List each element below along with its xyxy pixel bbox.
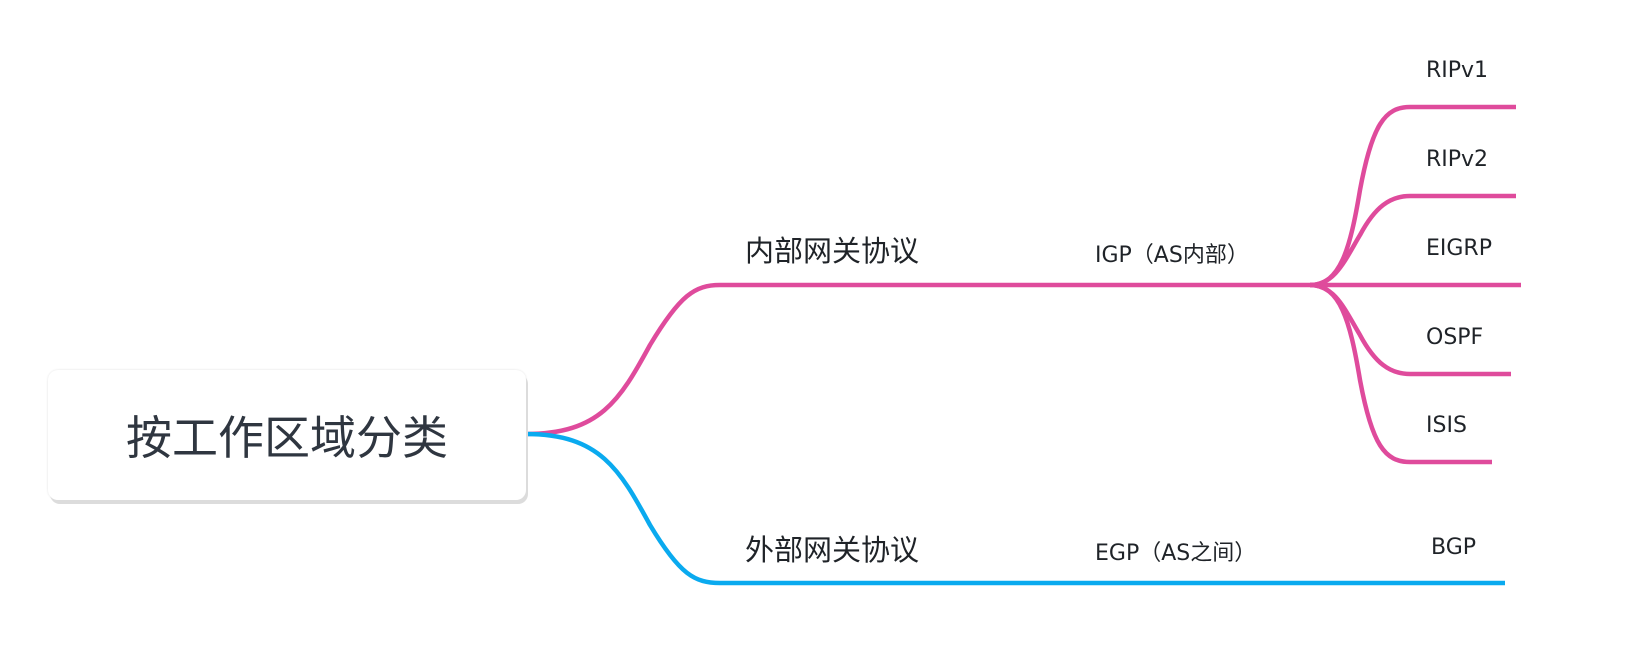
- branch-igp-sub-label[interactable]: IGP（AS内部）: [1095, 243, 1249, 268]
- leaf-eigrp[interactable]: EIGRP: [1426, 236, 1492, 261]
- leaf-bgp[interactable]: BGP: [1431, 535, 1477, 560]
- root-label: 按工作区域分类: [126, 411, 448, 465]
- root-to-igp-line: [525, 282, 1310, 437]
- branch-egp-label[interactable]: 外部网关协议: [745, 533, 920, 567]
- root-to-egp-line: [525, 431, 1505, 586]
- leaf-ripv2[interactable]: RIPv2: [1426, 147, 1489, 172]
- root-node[interactable]: 按工作区域分类: [48, 370, 526, 500]
- leaf-ospf[interactable]: OSPF: [1426, 325, 1484, 350]
- leaf-ripv1[interactable]: RIPv1: [1426, 58, 1489, 83]
- igp-to-isis-line: [1309, 282, 1492, 465]
- igp-to-ripv2-line: [1309, 193, 1516, 288]
- leaf-isis[interactable]: ISIS: [1426, 413, 1467, 438]
- branch-igp-label[interactable]: 内部网关协议: [745, 234, 920, 268]
- branch-egp-sub-label[interactable]: EGP（AS之间）: [1095, 541, 1257, 566]
